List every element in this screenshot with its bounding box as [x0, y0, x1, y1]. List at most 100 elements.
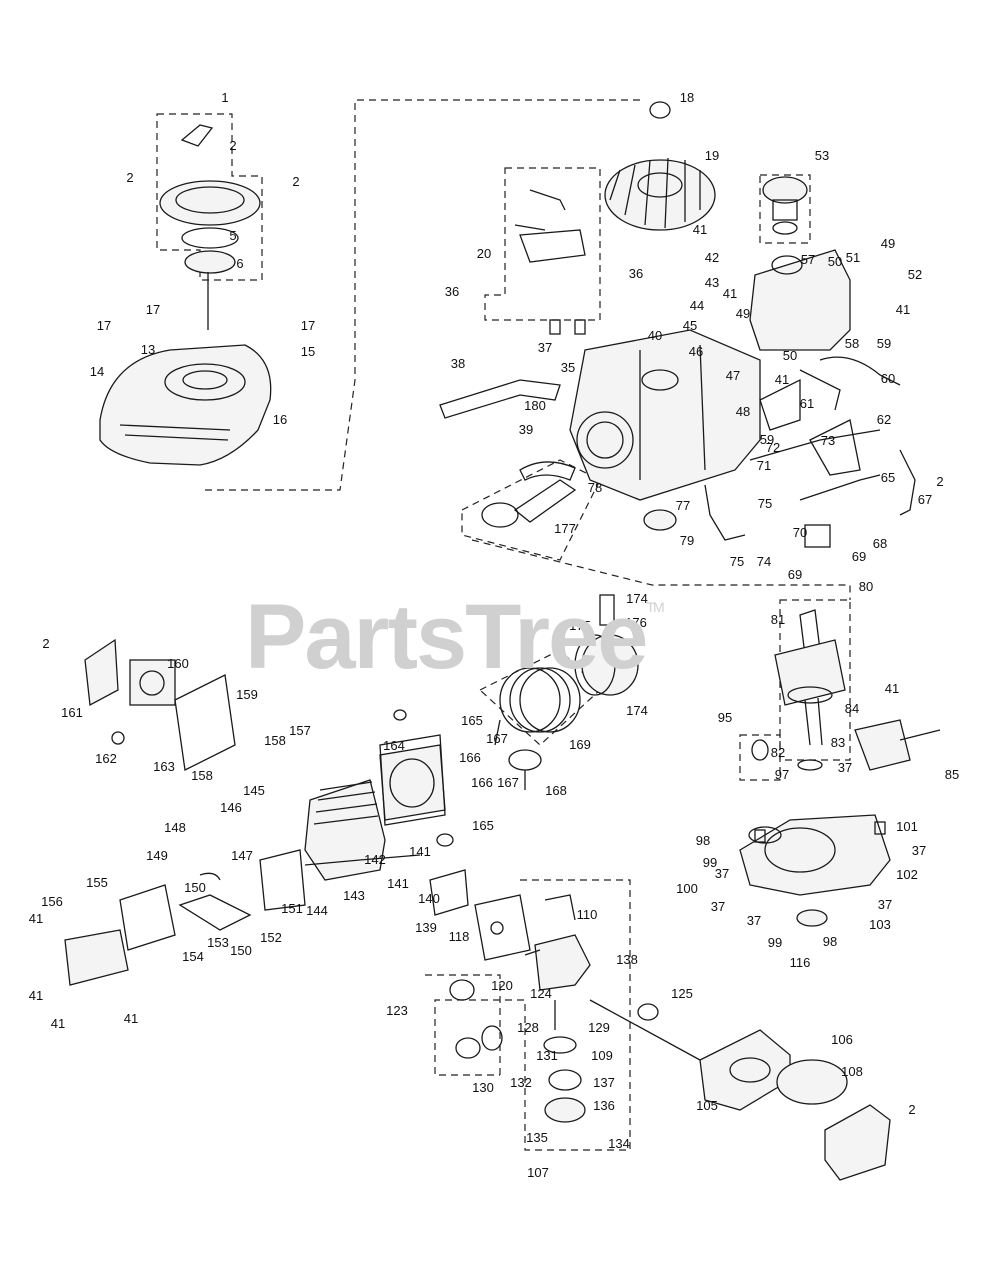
callout-85: 85	[945, 767, 959, 782]
callout-5: 5	[229, 228, 236, 243]
callout-77: 77	[676, 498, 690, 513]
callout-125: 125	[671, 986, 693, 1001]
callout-2: 2	[42, 636, 49, 651]
callout-174: 174	[626, 591, 648, 606]
callout-150: 150	[184, 880, 206, 895]
callout-37: 37	[747, 913, 761, 928]
callout-177: 177	[554, 521, 576, 536]
callout-134: 134	[608, 1136, 630, 1151]
callout-108: 108	[841, 1064, 863, 1079]
callout-6: 6	[236, 256, 243, 271]
callout-141: 141	[409, 844, 431, 859]
callout-60: 60	[881, 371, 895, 386]
callout-43: 43	[705, 275, 719, 290]
callout-50: 50	[783, 348, 797, 363]
callout-75: 75	[758, 496, 772, 511]
oil-pan	[739, 814, 891, 927]
callout-35: 35	[561, 360, 575, 375]
cylinder-head-assembly	[178, 744, 446, 931]
callout-83: 83	[831, 735, 845, 750]
callout-166: 166	[459, 750, 481, 765]
callout-15: 15	[301, 344, 315, 359]
callout-153: 153	[207, 935, 229, 950]
cylinder-gasket	[379, 709, 454, 847]
callout-62: 62	[877, 412, 891, 427]
callout-74: 74	[757, 554, 771, 569]
callout-169: 169	[569, 737, 591, 752]
callout-42: 42	[705, 250, 719, 265]
callout-40: 40	[648, 328, 662, 343]
callout-72: 72	[766, 440, 780, 455]
callout-163: 163	[153, 759, 175, 774]
callout-97: 97	[775, 767, 789, 782]
callout-2: 2	[908, 1102, 915, 1117]
callout-103: 103	[869, 917, 891, 932]
callout-175: 175	[569, 618, 591, 633]
air-filter-assembly	[589, 999, 891, 1181]
callout-165: 165	[472, 818, 494, 833]
callout-128: 128	[517, 1020, 539, 1035]
callout-78: 78	[588, 480, 602, 495]
callout-67: 67	[918, 492, 932, 507]
callout-18: 18	[680, 90, 694, 105]
callout-120: 120	[491, 978, 513, 993]
callout-174: 174	[626, 703, 648, 718]
callout-159: 159	[236, 687, 258, 702]
callout-148: 148	[164, 820, 186, 835]
callout-14: 14	[90, 364, 104, 379]
callout-59: 59	[877, 336, 891, 351]
callout-140: 140	[418, 891, 440, 906]
callout-99: 99	[703, 855, 717, 870]
callout-70: 70	[793, 525, 807, 540]
callout-51: 51	[846, 250, 860, 265]
muffler-assembly	[64, 638, 236, 986]
callout-58: 58	[845, 336, 859, 351]
callout-2: 2	[292, 174, 299, 189]
callout-144: 144	[306, 903, 328, 918]
callout-2: 2	[229, 138, 236, 153]
callout-129: 129	[588, 1020, 610, 1035]
callout-16: 16	[273, 412, 287, 427]
callout-84: 84	[845, 701, 859, 716]
callout-69: 69	[852, 549, 866, 564]
callout-149: 149	[146, 848, 168, 863]
callout-81: 81	[771, 612, 785, 627]
callout-41: 41	[693, 222, 707, 237]
callout-99: 99	[768, 935, 782, 950]
callout-98: 98	[823, 934, 837, 949]
oil-sensor	[751, 719, 941, 771]
callout-98: 98	[696, 833, 710, 848]
callout-147: 147	[231, 848, 253, 863]
callout-154: 154	[182, 949, 204, 964]
callout-57: 57	[801, 252, 815, 267]
callout-49: 49	[736, 306, 750, 321]
callout-68: 68	[873, 536, 887, 551]
blower-housing	[99, 344, 272, 466]
callout-41: 41	[723, 286, 737, 301]
callout-109: 109	[591, 1048, 613, 1063]
callout-146: 146	[220, 800, 242, 815]
callout-106: 106	[831, 1032, 853, 1047]
callout-37: 37	[711, 899, 725, 914]
callout-69: 69	[788, 567, 802, 582]
callout-41: 41	[29, 911, 43, 926]
callout-20: 20	[477, 246, 491, 261]
callout-100: 100	[676, 881, 698, 896]
callout-17: 17	[301, 318, 315, 333]
callout-151: 151	[281, 901, 303, 916]
callout-2: 2	[126, 170, 133, 185]
callout-61: 61	[800, 396, 814, 411]
callout-165: 165	[461, 713, 483, 728]
piston-group	[494, 594, 639, 790]
callout-161: 161	[61, 705, 83, 720]
callout-156: 156	[41, 894, 63, 909]
callout-41: 41	[885, 681, 899, 696]
callout-73: 73	[821, 433, 835, 448]
callout-167: 167	[486, 731, 508, 746]
callout-168: 168	[545, 783, 567, 798]
callout-49: 49	[881, 236, 895, 251]
governor-assembly	[514, 189, 586, 335]
